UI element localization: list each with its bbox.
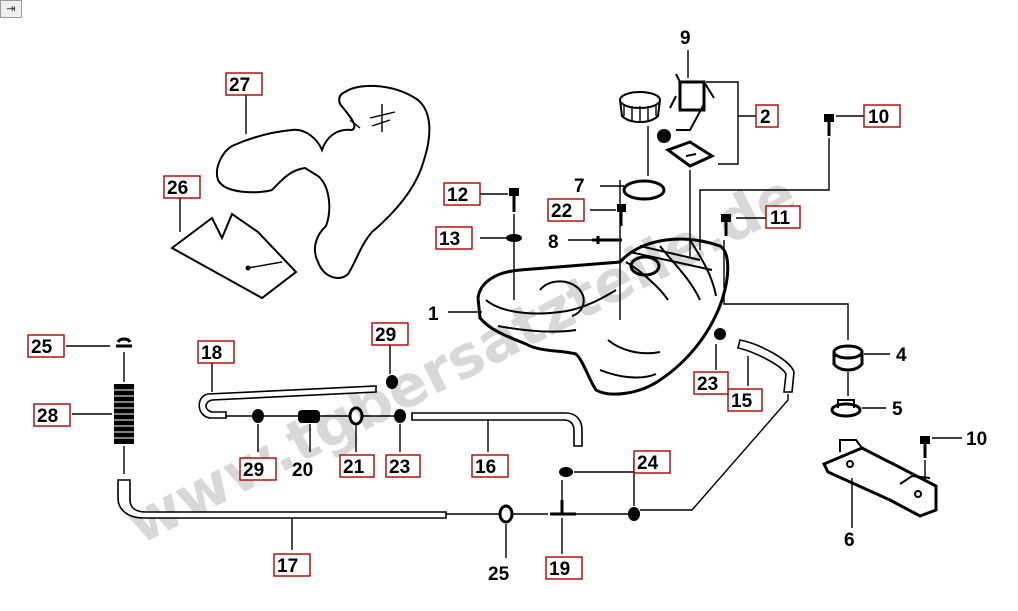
part-23-clamp-tank xyxy=(714,328,726,340)
callout-25-bottom: 25 xyxy=(488,564,510,585)
part-11-bolt xyxy=(721,214,731,236)
svg-text:20: 20 xyxy=(292,460,313,481)
callout-23-line: 23 xyxy=(385,454,421,478)
part-17-hose xyxy=(117,479,447,519)
part-18-hose xyxy=(198,385,377,419)
part-23-clamp-line xyxy=(394,409,406,423)
callout-4: 4 xyxy=(896,345,907,366)
svg-text:25: 25 xyxy=(488,564,510,585)
svg-text:29: 29 xyxy=(375,325,396,346)
callout-1: 1 xyxy=(428,304,439,325)
svg-text:24: 24 xyxy=(637,453,659,474)
callout-15: 15 xyxy=(727,388,763,412)
callout-22: 22 xyxy=(547,198,585,222)
part-20-filter xyxy=(298,410,320,423)
part-1-fuel-tank xyxy=(476,237,730,396)
callout-21: 21 xyxy=(339,454,375,478)
callout-13: 13 xyxy=(435,226,473,250)
callout-24: 24 xyxy=(633,450,671,474)
callout-8: 8 xyxy=(548,232,559,253)
part-29-clamp-lower xyxy=(252,409,264,423)
svg-text:17: 17 xyxy=(277,556,298,577)
callout-2: 2 xyxy=(755,104,779,128)
svg-text:1: 1 xyxy=(428,304,439,325)
callout-10-top: 10 xyxy=(863,104,901,128)
svg-text:23: 23 xyxy=(697,374,718,395)
part-27-gasket xyxy=(216,84,431,279)
svg-text:19: 19 xyxy=(549,559,570,580)
callout-17: 17 xyxy=(273,553,311,577)
callout-25-top: 25 xyxy=(27,334,65,358)
callout-29-upper: 29 xyxy=(371,322,409,346)
part-19-t-joint xyxy=(550,500,576,516)
callout-10-bracket: 10 xyxy=(966,429,987,450)
svg-text:29: 29 xyxy=(243,460,264,481)
svg-text:26: 26 xyxy=(167,178,188,199)
part-10-bolt-bracket xyxy=(920,436,930,458)
part-2-fuel-pump xyxy=(657,73,716,168)
callout-28: 28 xyxy=(33,403,71,427)
part-15-hose xyxy=(737,339,795,393)
svg-text:2: 2 xyxy=(760,107,771,128)
callout-7: 7 xyxy=(574,176,585,197)
svg-text:12: 12 xyxy=(447,185,468,206)
callout-16: 16 xyxy=(471,454,509,478)
part-24-clamp-b xyxy=(628,507,640,521)
callout-23-tank: 23 xyxy=(693,371,729,395)
svg-text:4: 4 xyxy=(896,345,907,366)
svg-text:25: 25 xyxy=(31,337,53,358)
callout-26: 26 xyxy=(163,175,201,199)
svg-text:27: 27 xyxy=(229,75,250,96)
callout-12: 12 xyxy=(443,182,481,206)
svg-text:15: 15 xyxy=(731,391,753,412)
part-4-rubber-mount xyxy=(832,344,864,372)
callout-5: 5 xyxy=(892,399,903,420)
part-8-pipe xyxy=(592,236,622,244)
part-5-collar xyxy=(830,399,862,418)
part-25-cap-top xyxy=(116,337,132,348)
callout-19: 19 xyxy=(545,556,583,580)
part-12-bolt xyxy=(509,188,519,212)
callout-27: 27 xyxy=(225,72,263,96)
svg-text:23: 23 xyxy=(389,457,410,478)
callout-9: 9 xyxy=(680,28,691,49)
part-25-clamp-bottom xyxy=(498,504,514,524)
callout-18: 18 xyxy=(197,340,235,364)
callout-29-lower: 29 xyxy=(239,457,277,481)
expand-icon: ⇥ xyxy=(6,2,16,15)
part-13-washer xyxy=(506,234,522,242)
svg-text:28: 28 xyxy=(37,406,58,427)
callout-20: 20 xyxy=(292,460,313,481)
part-26-pad xyxy=(170,212,298,300)
svg-text:7: 7 xyxy=(574,176,585,197)
part-10-bolt-top xyxy=(824,114,834,136)
part-fuel-cap xyxy=(619,91,661,123)
part-22-bolt xyxy=(617,204,626,226)
svg-text:22: 22 xyxy=(551,201,572,222)
svg-text:10: 10 xyxy=(868,107,889,128)
svg-text:10: 10 xyxy=(966,429,987,450)
part-24-clamp-a xyxy=(559,467,573,477)
part-28-spring-sleeve xyxy=(114,384,134,444)
svg-text:18: 18 xyxy=(201,343,222,364)
part-29-clamp-upper xyxy=(386,375,398,389)
svg-text:11: 11 xyxy=(770,208,791,229)
svg-text:13: 13 xyxy=(439,229,460,250)
svg-text:8: 8 xyxy=(548,232,559,253)
callout-6: 6 xyxy=(844,530,855,551)
part-6-bracket xyxy=(821,439,938,518)
part-7-seal-ring xyxy=(622,179,666,201)
svg-text:16: 16 xyxy=(475,457,496,478)
svg-text:9: 9 xyxy=(680,28,691,49)
svg-text:5: 5 xyxy=(892,399,903,420)
svg-text:21: 21 xyxy=(343,457,365,478)
callout-11: 11 xyxy=(765,205,801,229)
expand-button[interactable]: ⇥ xyxy=(0,0,22,18)
part-16-hose xyxy=(411,412,583,447)
svg-text:6: 6 xyxy=(844,530,855,551)
